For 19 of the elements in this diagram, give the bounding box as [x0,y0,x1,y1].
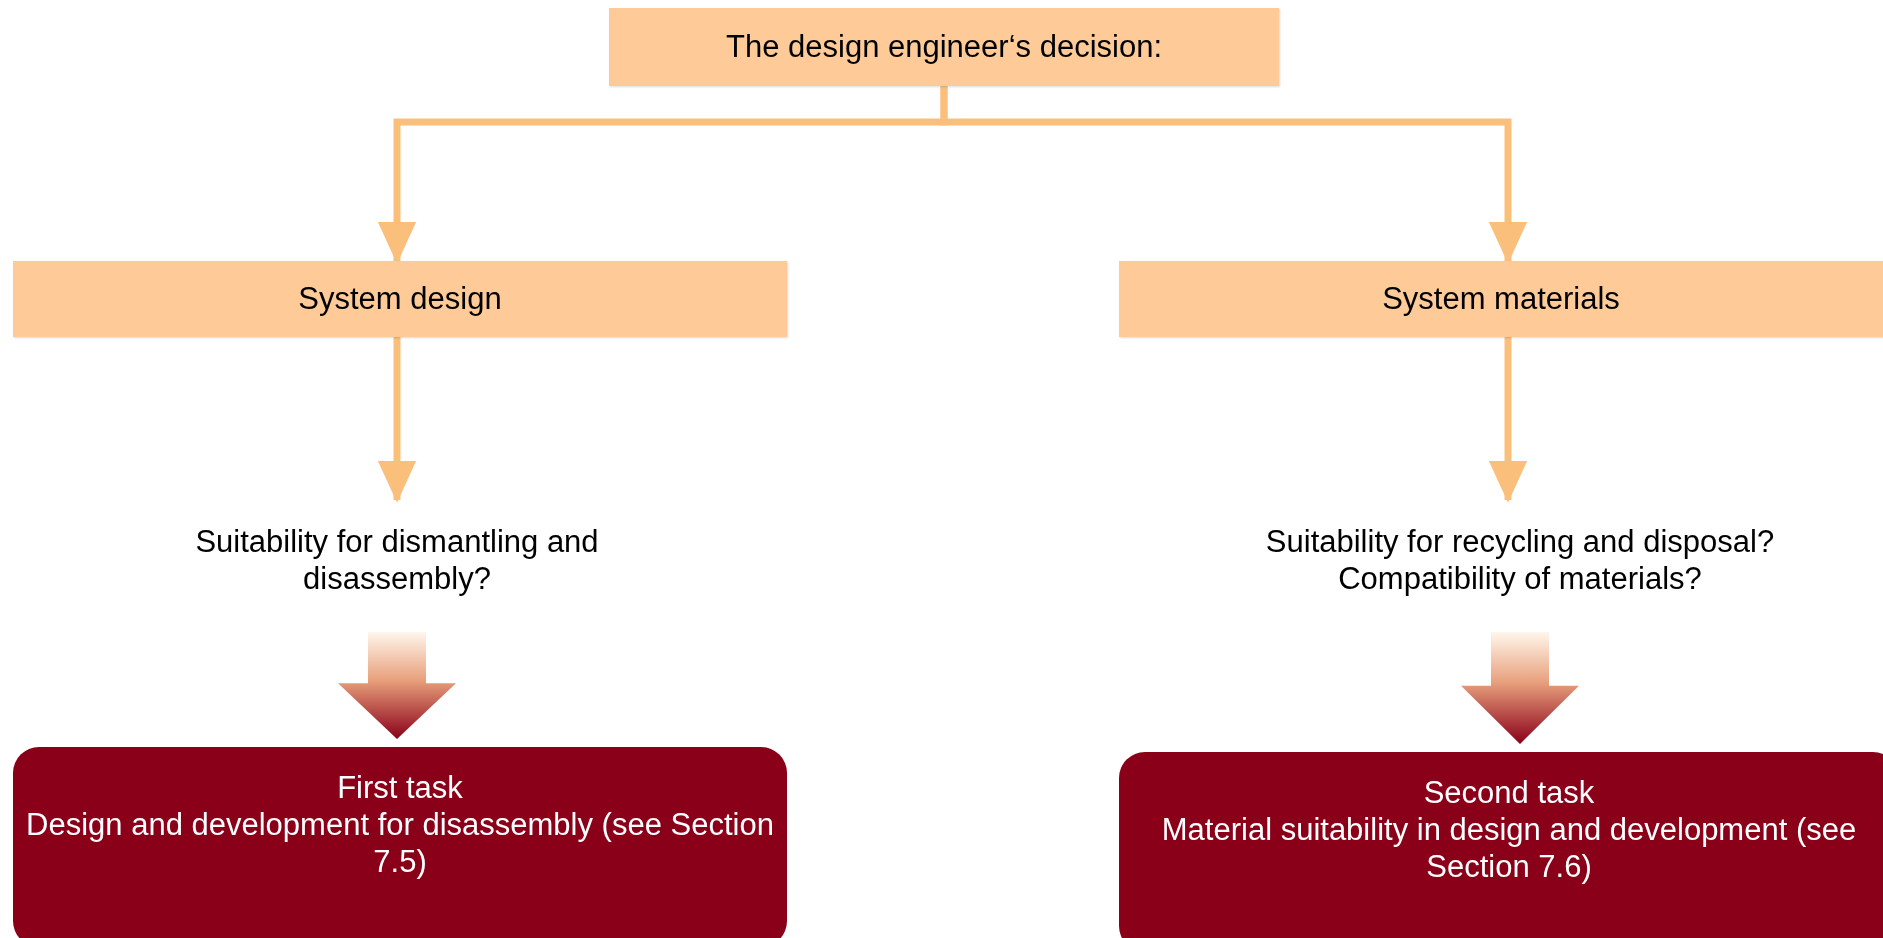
box-label: System design [298,280,502,318]
arrow [1488,337,1528,503]
task-heading: Second task [1423,774,1595,812]
block-arrow [1461,632,1579,744]
task-description: Material suitability in design and development (see Section 7.6) [1160,811,1858,886]
arrow [940,86,1528,264]
question-text: Suitability for dismantling and disassembly? [194,522,600,598]
task-box [1119,752,1883,938]
box-label: System materials [1382,280,1620,318]
block-arrow [338,632,456,739]
category-box [13,261,787,337]
arrow [377,337,417,503]
task-box [13,747,787,938]
question-text: Suitability for recycling and disposal? Compatibility of materials? [1264,522,1776,598]
category-box [1119,261,1883,337]
task-description: Design and development for disassembly (see Section 7.5) [25,806,775,881]
box-label: The design engineer‘s decision: [726,28,1162,66]
task-heading: First task [337,769,463,807]
decision-box [609,8,1279,86]
